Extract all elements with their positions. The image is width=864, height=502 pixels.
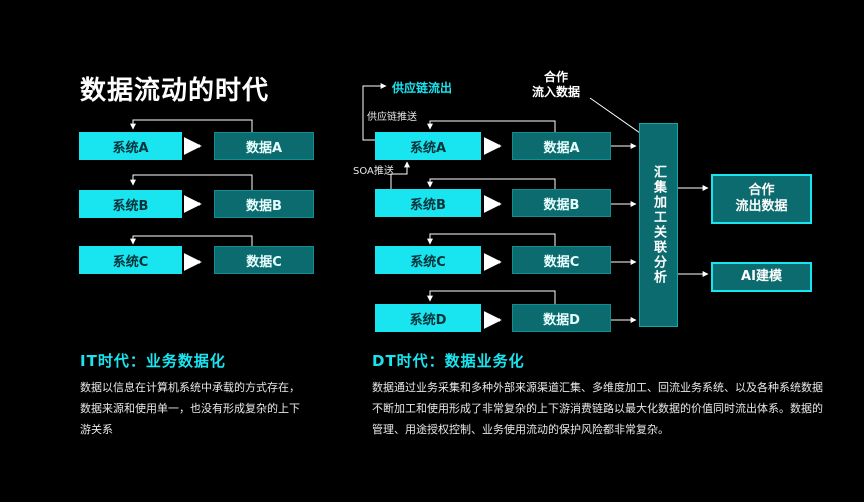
dt-data-c-label: 数据C <box>543 254 580 270</box>
dt-system-a-label: 系统A <box>409 140 447 156</box>
dt-era-heading: DT时代：数据业务化 <box>372 352 525 370</box>
partner-out-box: 合作 流出数据 <box>711 174 812 224</box>
it-loop-c <box>130 235 253 246</box>
it-system-a: 系统A <box>79 132 182 160</box>
it-loop-b <box>130 174 253 190</box>
dt-system-b: 系统B <box>375 189 481 217</box>
ai-model-box: AI建模 <box>711 262 812 292</box>
supply-chain-out-label: 供应链流出 <box>392 81 453 95</box>
dt-system-b-label: 系统B <box>410 197 446 213</box>
dt-data-b-label: 数据B <box>543 197 580 213</box>
flow-supply-out <box>362 83 387 141</box>
it-loop-a <box>130 119 253 132</box>
it-era-description: 数据以信息在计算机系统中承载的方式存在，数据来源和使用单一，也没有形成复杂的上下… <box>80 381 300 436</box>
it-era-heading: IT时代：业务数据化 <box>80 352 226 370</box>
dt-system-a: 系统A <box>375 132 481 160</box>
it-data-c: 数据C <box>214 246 314 274</box>
partner-in-label: 合作 流入数据 <box>532 70 581 99</box>
flow-partner-in <box>589 97 641 134</box>
it-data-c-label: 数据C <box>246 254 282 270</box>
dt-system-d-label: 系统D <box>409 312 447 328</box>
dt-loop-a <box>427 120 556 132</box>
supply-chain-push-label: 供应链推送 <box>367 112 417 123</box>
it-system-b: 系统B <box>79 190 182 218</box>
dt-system-c: 系统C <box>375 246 481 274</box>
it-data-b: 数据B <box>214 190 314 218</box>
dt-loop-b <box>427 178 556 189</box>
page-title: 数据流动的时代 <box>80 76 270 106</box>
dt-loop-c <box>427 233 556 246</box>
partner-out-label: 合作 流出数据 <box>735 183 788 214</box>
dt-data-d-label: 数据D <box>543 312 580 328</box>
dt-data-b: 数据B <box>512 189 611 217</box>
dt-data-d: 数据D <box>512 304 611 332</box>
ai-model-label: AI建模 <box>741 269 782 284</box>
dt-system-d: 系统D <box>375 304 481 332</box>
aggregate-analysis-label: 汇集加工关联分析 <box>651 165 666 285</box>
it-system-b-label: 系统B <box>112 198 149 214</box>
dt-system-c-label: 系统C <box>410 254 446 270</box>
it-system-a-label: 系统A <box>112 140 149 156</box>
it-system-c: 系统C <box>79 246 182 274</box>
it-data-a-label: 数据A <box>245 140 283 156</box>
dt-data-a-label: 数据A <box>543 140 580 156</box>
dt-loop-d <box>427 290 556 304</box>
soa-push-label: SOA推送 <box>353 166 394 177</box>
aggregate-analysis-box: 汇集加工关联分析 <box>639 123 678 327</box>
it-system-c-label: 系统C <box>112 254 149 270</box>
it-data-b-label: 数据B <box>246 198 282 214</box>
it-data-a: 数据A <box>214 132 314 160</box>
dt-data-a: 数据A <box>512 132 611 160</box>
dt-data-c: 数据C <box>512 246 611 274</box>
dt-era-description: 数据通过业务采集和多种外部来源渠道汇集、多维度加工、回流业务系统、以及各种系统数… <box>372 381 823 436</box>
